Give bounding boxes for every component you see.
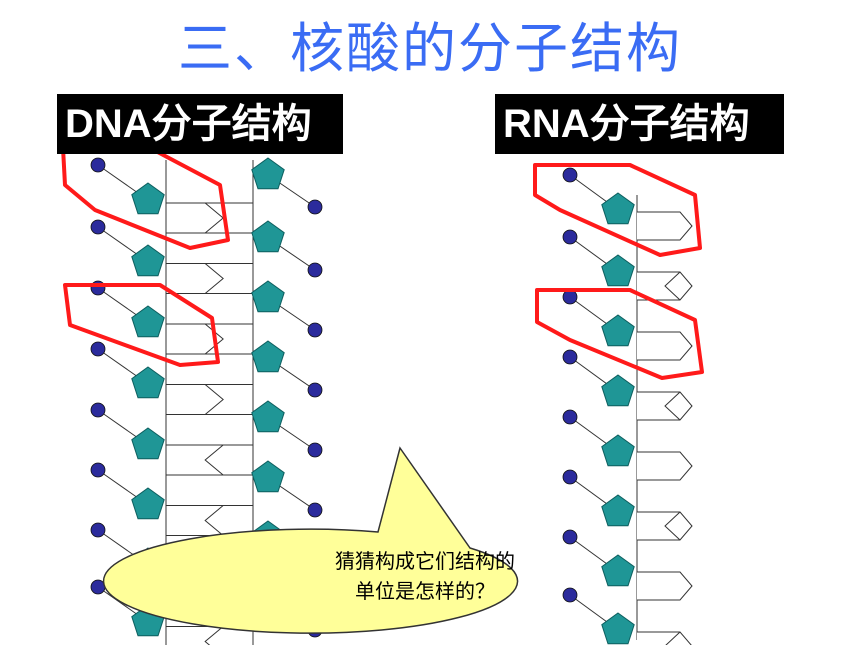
speech-callout bbox=[102, 446, 519, 634]
dna-left-nucleotide-4-phosphate-circle bbox=[90, 402, 106, 418]
dna-rung-1-base-pair bbox=[165, 263, 254, 294]
dna-rung-0-base-pair bbox=[165, 202, 254, 234]
rna-nucleotide-4-sugar-pentagon bbox=[601, 434, 635, 467]
rna-base-notch-1 bbox=[664, 271, 681, 301]
dna-right-nucleotide-5-phosphate-circle bbox=[307, 502, 323, 518]
rna-base-notch-5 bbox=[664, 511, 681, 541]
rna-nucleotide-0-phosphate-circle bbox=[562, 167, 578, 183]
dna-rung-3-base-chevron bbox=[204, 384, 224, 415]
callout-line-2: 单位是怎样的？ bbox=[355, 579, 495, 603]
dna-right-nucleotide-4-sugar-pentagon bbox=[251, 400, 285, 433]
dna-rung-7-base-chevron bbox=[204, 626, 224, 645]
dna-right-nucleotide-3-sugar-pentagon bbox=[251, 340, 285, 373]
callout-text: 猜猜构成它们结构的 单位是怎样的？ bbox=[245, 546, 605, 606]
rna-nucleotide-4-phosphate-circle bbox=[562, 409, 578, 425]
dna-rung-5-base-chevron bbox=[204, 505, 224, 536]
rna-nucleotide-2-phosphate-circle bbox=[562, 289, 578, 305]
dna-left-nucleotide-4-sugar-pentagon bbox=[131, 427, 165, 460]
dna-nucleotide-highlight-1 bbox=[61, 146, 230, 250]
rna-nucleotide-3-sugar-pentagon bbox=[601, 374, 635, 407]
dna-rung-2-base-pair bbox=[165, 323, 254, 355]
rna-nucleotide-0-sugar-pentagon bbox=[601, 192, 635, 225]
dna-left-nucleotide-3-sugar-pentagon bbox=[131, 366, 165, 399]
rna-nucleotide-7-phosphate-circle bbox=[562, 587, 578, 603]
dna-rung-5-base-pair bbox=[165, 505, 254, 536]
rna-nucleotide-3-phosphate-circle bbox=[562, 349, 578, 365]
rna-base-4 bbox=[637, 451, 693, 481]
rna-structure-label: RNA分子结构 bbox=[495, 94, 784, 154]
dna-rung-4-base-chevron bbox=[204, 444, 224, 476]
rna-base-notch-7 bbox=[665, 631, 681, 645]
rna-nucleotide-5-sugar-pentagon bbox=[601, 494, 635, 527]
rna-structure bbox=[562, 167, 693, 645]
dna-right-nucleotide-2-sugar-pentagon bbox=[251, 280, 285, 313]
dna-left-nucleotide-1-phosphate-circle bbox=[90, 219, 106, 235]
rna-base-notch-3 bbox=[664, 391, 681, 421]
dna-left-nucleotide-0-sugar-pentagon bbox=[131, 182, 165, 215]
dna-rung-1-base-chevron bbox=[204, 263, 224, 294]
dna-rung-3-base-pair bbox=[165, 384, 254, 415]
dna-right-nucleotide-0-sugar-pentagon bbox=[251, 157, 285, 190]
rna-base-6 bbox=[637, 571, 693, 601]
dna-right-nucleotide-5-sugar-pentagon bbox=[251, 460, 285, 493]
dna-left-nucleotide-3-phosphate-circle bbox=[90, 341, 106, 357]
rna-base-2 bbox=[637, 331, 693, 361]
rna-nucleotide-5-phosphate-circle bbox=[562, 469, 578, 485]
dna-right-nucleotide-1-phosphate-circle bbox=[307, 262, 323, 278]
dna-left-nucleotide-2-sugar-pentagon bbox=[131, 305, 165, 338]
dna-right-nucleotide-3-phosphate-circle bbox=[307, 382, 323, 398]
rna-nucleotide-6-phosphate-circle bbox=[562, 529, 578, 545]
rna-nucleotide-1-phosphate-circle bbox=[562, 229, 578, 245]
dna-left-nucleotide-0-phosphate-circle bbox=[90, 157, 106, 173]
rna-nucleotide-1-sugar-pentagon bbox=[601, 254, 635, 287]
dna-left-nucleotide-1-sugar-pentagon bbox=[131, 244, 165, 277]
dna-right-nucleotide-0-phosphate-circle bbox=[307, 199, 323, 215]
highlight-outlines bbox=[61, 146, 704, 380]
rna-nucleotide-highlight-1 bbox=[533, 163, 702, 257]
dna-left-nucleotide-5-sugar-pentagon bbox=[131, 487, 165, 520]
dna-right-nucleotide-1-sugar-pentagon bbox=[251, 220, 285, 253]
dna-rung-2-base-chevron bbox=[204, 323, 224, 355]
rna-base-0 bbox=[637, 211, 693, 241]
dna-right-nucleotide-2-phosphate-circle bbox=[307, 322, 323, 338]
rna-nucleotide-2-sugar-pentagon bbox=[601, 314, 635, 347]
rna-nucleotide-6-sugar-pentagon bbox=[601, 554, 635, 587]
dna-rung-4-base-pair bbox=[165, 444, 254, 476]
dna-right-nucleotide-4-phosphate-circle bbox=[307, 442, 323, 458]
rna-base-7 bbox=[637, 631, 692, 645]
callout-line-1: 猜猜构成它们结构的 bbox=[335, 549, 515, 573]
dna-structure-label: DNA分子结构 bbox=[57, 94, 343, 154]
dna-left-nucleotide-6-phosphate-circle bbox=[90, 522, 106, 538]
rna-nucleotide-7-sugar-pentagon bbox=[601, 612, 635, 645]
dna-left-nucleotide-5-phosphate-circle bbox=[90, 462, 106, 478]
callout-bubble bbox=[102, 446, 519, 634]
page-title: 三、核酸的分子结构 bbox=[178, 17, 682, 80]
rna-nucleotide-highlight-2 bbox=[535, 288, 704, 380]
dna-nucleotide-highlight-2 bbox=[63, 283, 220, 367]
